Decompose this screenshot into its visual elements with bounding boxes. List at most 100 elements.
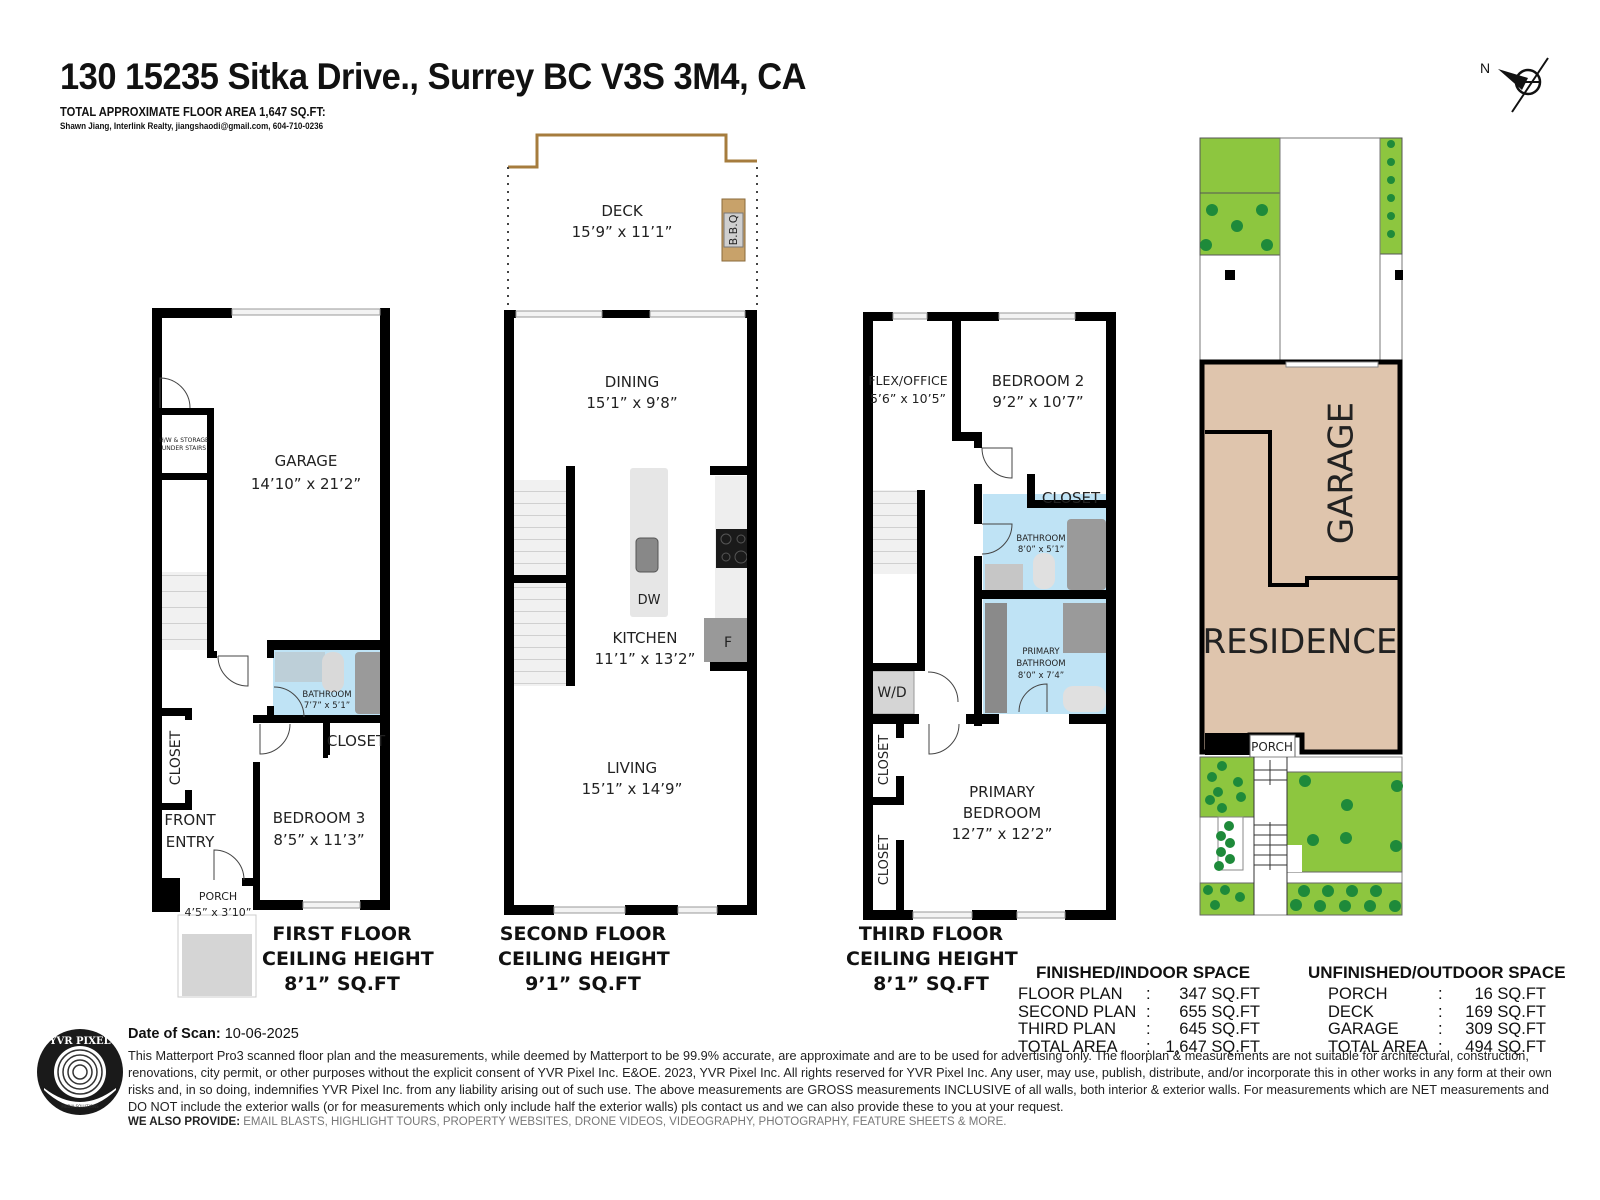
deck-dims: 15’9” x 11’1” bbox=[572, 223, 673, 241]
yvr-pixel-logo: YVR PIXEL MEDIA SOLUTIONS bbox=[37, 1029, 123, 1115]
bedroom2-dims: 9’2” x 10’7” bbox=[992, 393, 1083, 411]
area-row: TOTAL AREA:494 SQ.FT bbox=[1328, 1037, 1566, 1057]
front-entry-label-1: FRONT bbox=[164, 811, 216, 829]
third-floor-caption: THIRD FLOOR CEILING HEIGHT 8’1” SQ.FT bbox=[846, 922, 1018, 997]
bedroom3-label: BEDROOM 3 bbox=[273, 809, 366, 827]
closet-primary-2-label: CLOSET bbox=[877, 835, 892, 886]
area-row: TOTAL AREA:1,647 SQ.FT bbox=[1018, 1037, 1260, 1057]
fridge-label: F bbox=[724, 635, 732, 651]
area-row-sep: : bbox=[1438, 1037, 1443, 1056]
first-floor-title: FIRST FLOOR bbox=[272, 923, 412, 945]
scan-date-label: Date of Scan: bbox=[128, 1026, 221, 1042]
bathroom-2-label: BATHROOM bbox=[1016, 534, 1065, 544]
bbq-label: B.B.Q bbox=[727, 214, 740, 245]
first-floor-plan: GARAGE 14’10” x 21’2” H/W & STORAGE UNDE… bbox=[152, 308, 390, 998]
flex-office-dims: 5’6” x 10’5” bbox=[870, 391, 946, 406]
area-row-value: 169 SQ.FT bbox=[1465, 1002, 1546, 1021]
logo-subtext: MEDIA SOLUTIONS bbox=[61, 1104, 99, 1109]
washer-dryer-label: W/D bbox=[877, 685, 906, 701]
site-plan: PORCH GARAGE RESIDENCE bbox=[1199, 137, 1403, 916]
porch-dims: 4’5” x 3’10” bbox=[185, 906, 252, 919]
site-garage-label: GARAGE bbox=[1322, 402, 1362, 544]
bathroom-1-dims: 7’7” x 5’1” bbox=[304, 701, 350, 711]
finished-space-title: FINISHED/INDOOR SPACE bbox=[1036, 963, 1251, 982]
services-line: WE ALSO PROVIDE: EMAIL BLASTS, HIGHLIGHT… bbox=[128, 1116, 1568, 1128]
porch-label: PORCH bbox=[199, 890, 237, 903]
area-row-sep: : bbox=[1438, 1020, 1443, 1038]
compass-n-label: N bbox=[1480, 60, 1490, 76]
bedroom3-dims: 8’5” x 11’3” bbox=[273, 831, 364, 849]
area-row-label: THIRD PLAN bbox=[1018, 1020, 1117, 1038]
area-row-value: 309 SQ.FT bbox=[1465, 1020, 1546, 1038]
area-row: GARAGE: 309 SQ.FT bbox=[1328, 1020, 1566, 1039]
finished-space-table: FINISHED/INDOOR SPACE FLOOR PLAN: 347 SQ.… bbox=[1018, 963, 1260, 1056]
area-row-label: TOTAL AREA bbox=[1018, 1037, 1118, 1056]
area-row: THIRD PLAN:645 SQ.FT bbox=[1018, 1020, 1260, 1039]
closet-bedroom3-label: CLOSET bbox=[327, 732, 386, 750]
services-list: EMAIL BLASTS, HIGHLIGHT TOURS, PROPERTY … bbox=[243, 1116, 1007, 1128]
flex-office-label: FLEX/OFFICE bbox=[868, 373, 947, 388]
area-row-sep: : bbox=[1438, 1002, 1443, 1021]
disclaimer-text: This Matterport Pro3 scanned floor plan … bbox=[128, 1049, 1552, 1114]
kitchen-label: KITCHEN bbox=[613, 629, 678, 647]
garage-dims: 14’10” x 21’2” bbox=[251, 475, 361, 493]
bathroom-1-label: BATHROOM bbox=[302, 690, 351, 700]
area-row-label: FLOOR PLAN bbox=[1018, 985, 1123, 1003]
area-row-label: PORCH bbox=[1328, 985, 1388, 1003]
bathroom-2-dims: 8’0” x 5’1” bbox=[1018, 545, 1064, 555]
living-label: LIVING bbox=[607, 759, 657, 777]
garage-label: GARAGE bbox=[275, 452, 338, 470]
north-arrow-icon: N bbox=[1480, 57, 1549, 113]
area-row-label: GARAGE bbox=[1328, 1020, 1399, 1038]
first-floor-caption: FIRST FLOOR CEILING HEIGHT 8’1” SQ.FT bbox=[262, 922, 434, 997]
dishwasher-label: DW bbox=[638, 593, 661, 608]
area-row-sep: : bbox=[1146, 1037, 1151, 1056]
area-row: DECK:169 SQ.FT bbox=[1328, 1002, 1566, 1022]
bedroom2-label: BEDROOM 2 bbox=[992, 372, 1085, 390]
scan-date-value: 10-06-2025 bbox=[224, 1026, 299, 1042]
kitchen-dims: 11’1” x 13’2” bbox=[595, 650, 696, 668]
primary-bathroom-label-1: PRIMARY bbox=[1022, 647, 1060, 657]
closet-bedroom2-label: CLOSET bbox=[1042, 489, 1101, 507]
primary-bedroom-label-1: PRIMARY bbox=[969, 783, 1036, 801]
primary-bedroom-label-2: BEDROOM bbox=[963, 804, 1041, 822]
area-row: FLOOR PLAN: 347 SQ.FT bbox=[1018, 985, 1260, 1004]
area-row-sep: : bbox=[1146, 985, 1151, 1003]
dining-dims: 15’1” x 9’8” bbox=[586, 394, 677, 412]
bbq-grill-icon: B.B.Q bbox=[721, 198, 746, 262]
living-dims: 15’1” x 14’9” bbox=[582, 780, 683, 798]
area-row-label: SECOND PLAN bbox=[1018, 1002, 1137, 1021]
page-title: 130 15235 Sitka Drive., Surrey BC V3S 3M… bbox=[60, 56, 807, 97]
first-floor-ceiling-value: 8’1” SQ.FT bbox=[284, 973, 400, 995]
third-floor-ceiling-label: CEILING HEIGHT bbox=[846, 948, 1018, 970]
area-row-sep: : bbox=[1146, 1020, 1151, 1038]
second-floor-caption: SECOND FLOOR CEILING HEIGHT 9’1” SQ.FT bbox=[498, 922, 670, 997]
primary-bathroom-dims: 8’0” x 7’4” bbox=[1018, 671, 1064, 681]
second-floor-ceiling-label: CEILING HEIGHT bbox=[498, 948, 670, 970]
front-entry-label-2: ENTRY bbox=[166, 833, 215, 851]
primary-bedroom-dims: 12’7” x 12’2” bbox=[952, 825, 1053, 843]
unfinished-space-title: UNFINISHED/OUTDOOR SPACE bbox=[1308, 963, 1566, 982]
area-row-value: 347 SQ.FT bbox=[1179, 985, 1260, 1003]
storage-label-2: UNDER STAIRS bbox=[162, 445, 206, 452]
area-row-value: 655 SQ.FT bbox=[1179, 1002, 1260, 1021]
area-row-value: 16 SQ.FT bbox=[1474, 985, 1546, 1003]
services-label: WE ALSO PROVIDE: bbox=[128, 1116, 241, 1128]
area-row-sep: : bbox=[1438, 985, 1443, 1003]
third-floor-plan: FLEX/OFFICE 5’6” x 10’5” BEDROOM 2 9’2” … bbox=[863, 312, 1116, 920]
third-floor-ceiling-value: 8’1” SQ.FT bbox=[873, 973, 989, 995]
closet-primary-1-label: CLOSET bbox=[877, 735, 892, 786]
site-porch-label: PORCH bbox=[1251, 740, 1293, 754]
dining-label: DINING bbox=[605, 373, 659, 391]
area-row: PORCH: 16 SQ.FT bbox=[1328, 985, 1566, 1004]
first-floor-ceiling-label: CEILING HEIGHT bbox=[262, 948, 434, 970]
site-residence-label: RESIDENCE bbox=[1202, 622, 1397, 662]
storage-label-1: H/W & STORAGE bbox=[159, 437, 209, 444]
primary-bathroom-label-2: BATHROOM bbox=[1016, 659, 1065, 669]
second-floor-ceiling-value: 9’1” SQ.FT bbox=[525, 973, 641, 995]
total-area-subtitle: TOTAL APPROXIMATE FLOOR AREA 1,647 SQ.FT… bbox=[60, 104, 326, 119]
area-row-value: 1,647 SQ.FT bbox=[1165, 1037, 1260, 1056]
deck-label: DECK bbox=[601, 202, 644, 220]
